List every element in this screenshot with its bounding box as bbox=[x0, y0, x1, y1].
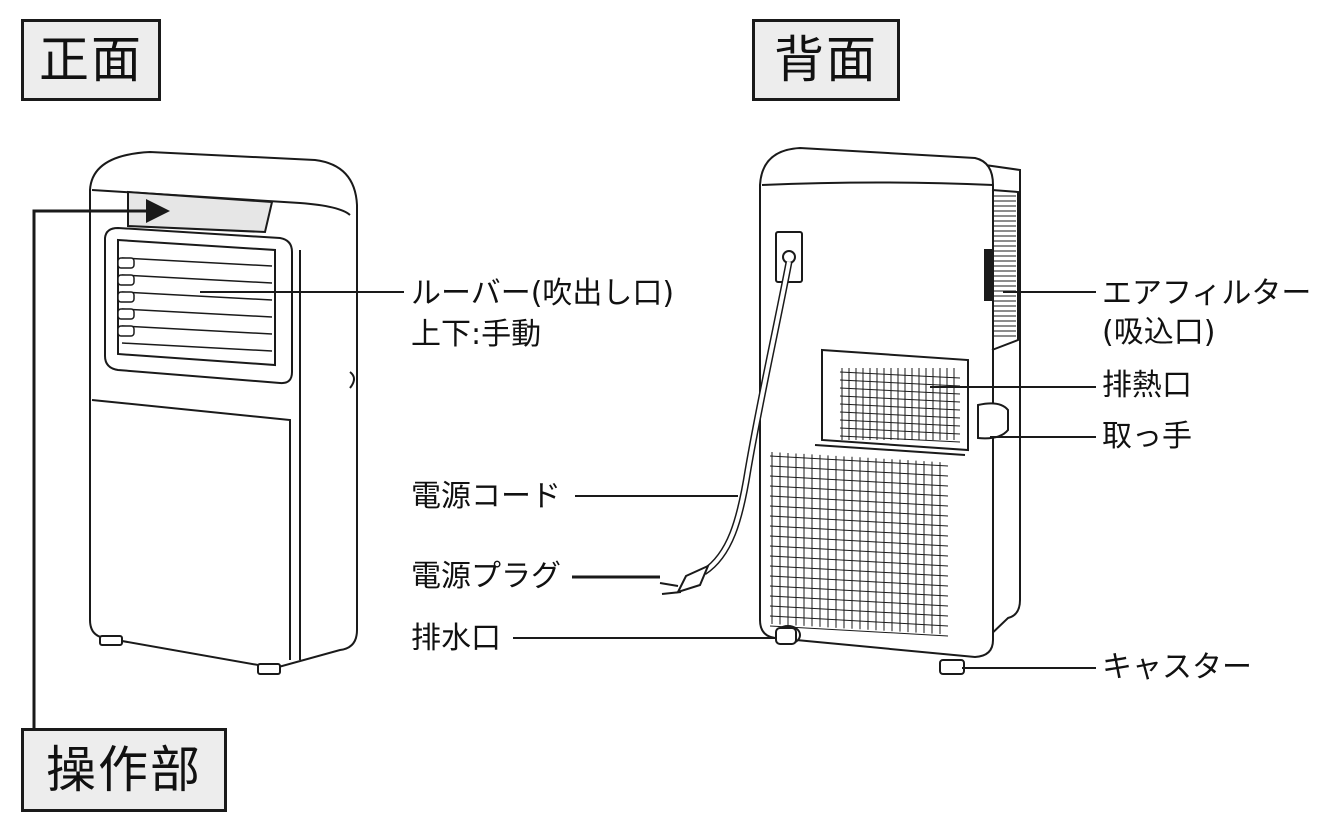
louver-slats bbox=[117, 257, 273, 352]
front-side-notch bbox=[349, 371, 355, 389]
back-unit-top-edge bbox=[761, 181, 994, 186]
cord-inlet bbox=[782, 250, 796, 264]
front-lower-panel bbox=[91, 399, 291, 660]
callout-caster: キャスター bbox=[1102, 650, 1252, 685]
back-unit bbox=[759, 146, 1021, 675]
air-filter-grille bbox=[994, 195, 1016, 337]
callout-air-filter-intake: (吸込口) bbox=[1102, 315, 1216, 350]
handle-recess bbox=[977, 402, 1009, 440]
callout-power-cord: 電源コード bbox=[411, 479, 561, 514]
back-caster-right bbox=[939, 659, 965, 675]
callout-power-plug: 電源プラグ bbox=[411, 559, 561, 594]
lower-rail bbox=[814, 444, 966, 456]
power-cord bbox=[701, 261, 793, 575]
callout-drain: 排水口 bbox=[411, 621, 501, 656]
leader-control-panel bbox=[32, 199, 170, 728]
back-caster-left bbox=[775, 627, 797, 645]
exhaust-frame bbox=[821, 348, 969, 452]
power-plug bbox=[659, 564, 710, 595]
control-panel-label: 操作部 bbox=[21, 728, 227, 812]
exhaust-grille bbox=[839, 368, 961, 443]
back-view-label: 背面 bbox=[752, 19, 900, 101]
air-filter-slot bbox=[984, 249, 992, 301]
front-unit bbox=[89, 150, 358, 675]
leader-lines bbox=[32, 199, 1096, 728]
air-filter-frame bbox=[991, 189, 1019, 351]
lower-grille bbox=[769, 452, 949, 637]
front-view-label: 正面 bbox=[21, 19, 161, 101]
callout-exhaust: 排熱口 bbox=[1102, 368, 1192, 403]
front-caster-left bbox=[99, 635, 123, 646]
callout-air-filter: エアフィルター bbox=[1102, 276, 1312, 311]
callout-louver-adjust: 上下:手動 bbox=[411, 317, 542, 352]
front-unit-top-edge bbox=[91, 189, 351, 216]
front-caster-right bbox=[257, 663, 281, 675]
callout-louver: ルーバー(吹出し口) bbox=[411, 276, 675, 311]
callout-handle: 取っ手 bbox=[1102, 419, 1192, 454]
